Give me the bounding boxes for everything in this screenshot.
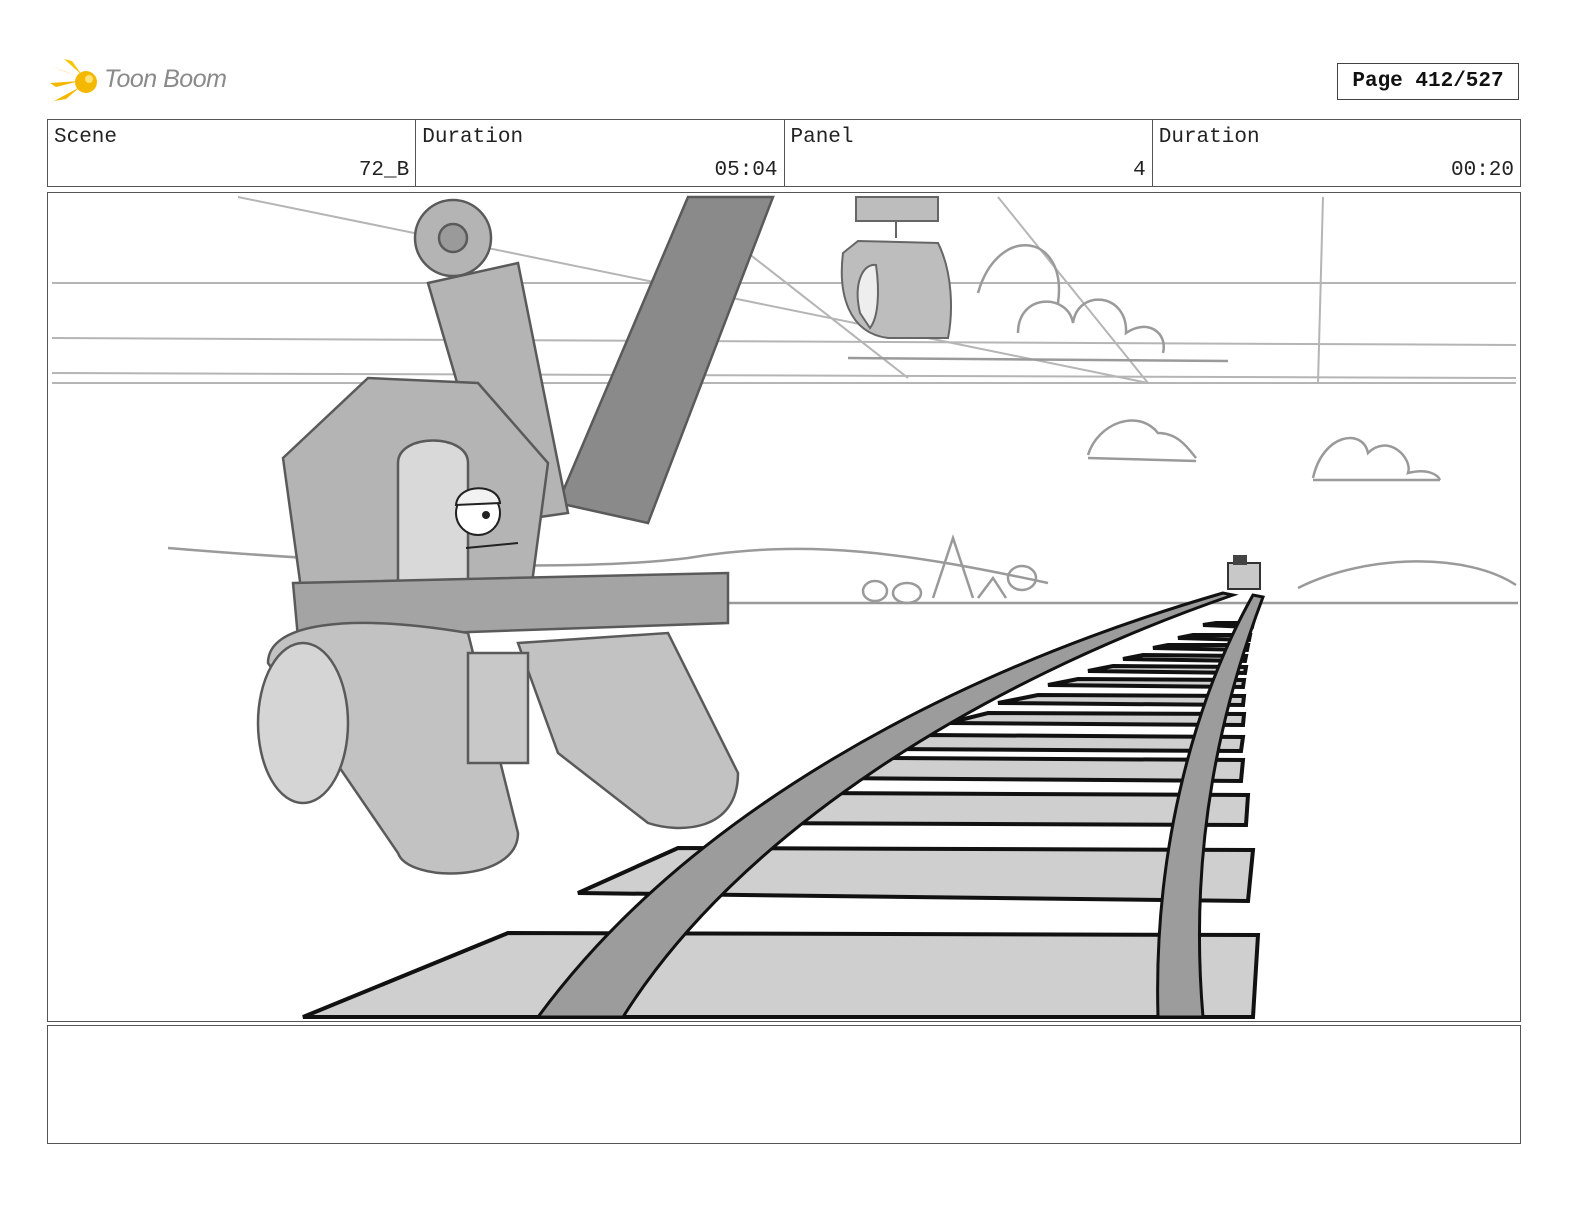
railway-ties bbox=[302, 621, 1261, 1019]
panel-value: 4 bbox=[1133, 159, 1146, 182]
panel-notes-area bbox=[47, 1025, 1521, 1144]
panel-duration-cell: Duration 00:20 bbox=[1153, 120, 1520, 186]
toon-boom-logo-icon bbox=[50, 59, 97, 101]
sketch-clouds bbox=[847, 243, 1442, 482]
scene-duration-cell: Duration 05:04 bbox=[416, 120, 785, 186]
hanging-claw bbox=[840, 196, 952, 339]
panel-duration-label: Duration bbox=[1158, 126, 1260, 149]
storyboard-panel-image bbox=[47, 192, 1521, 1022]
scene-label: Scene bbox=[54, 126, 118, 149]
scene-cell: Scene 72_B bbox=[48, 120, 417, 186]
page-indicator: Page 412/527 bbox=[1337, 63, 1519, 100]
crane-machine bbox=[256, 195, 775, 875]
scene-duration-value: 05:04 bbox=[714, 159, 778, 182]
panel-info-bar: Scene 72_B Duration 05:04 Panel 4 Durati… bbox=[47, 119, 1521, 187]
sketch-guide-lines bbox=[51, 196, 1517, 384]
scene-duration-label: Duration bbox=[422, 126, 524, 149]
panel-label: Panel bbox=[790, 126, 854, 149]
panel-cell: Panel 4 bbox=[785, 120, 1153, 186]
logo-text: Toon Boom bbox=[104, 65, 227, 93]
dog-character bbox=[454, 487, 519, 549]
toon-boom-logo: Toon Boom bbox=[50, 55, 250, 111]
storyboard-drawing bbox=[51, 195, 1518, 1019]
panel-duration-value: 00:20 bbox=[1450, 159, 1514, 182]
railway-rails bbox=[535, 591, 1266, 1019]
distant-train bbox=[1227, 555, 1261, 590]
scene-value: 72_B bbox=[358, 159, 410, 182]
